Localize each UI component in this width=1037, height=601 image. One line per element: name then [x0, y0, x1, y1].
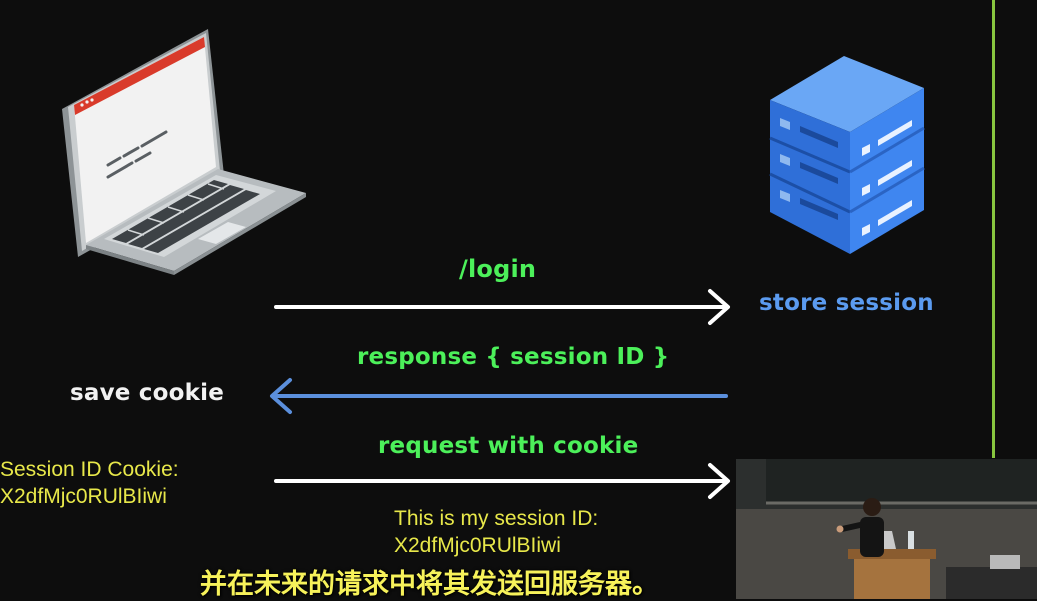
request-arrow [274, 463, 730, 499]
response-label: response { session ID } [357, 344, 670, 370]
login-label: /login [459, 255, 537, 283]
server-icon [769, 56, 925, 254]
request-note-title: This is my session ID: [394, 507, 599, 530]
response-arrow [270, 378, 728, 414]
laptop-icon [62, 29, 306, 275]
divider-line [992, 0, 995, 458]
speaker-video-icon [736, 459, 1037, 599]
cookie-note: Session ID Cookie: X2dfMjc0RUlBIiwi [0, 456, 179, 510]
cookie-note-title: Session ID Cookie: [0, 458, 179, 481]
login-arrow [274, 289, 730, 325]
cookie-note-value: X2dfMjc0RUlBIiwi [0, 485, 167, 508]
store-session-label: store session [759, 290, 934, 316]
speaker-video-inset [736, 459, 1037, 599]
subtitle-caption: 并在未来的请求中将其发送回服务器。 [200, 569, 659, 600]
request-label: request with cookie [378, 433, 639, 459]
request-note: This is my session ID: X2dfMjc0RUlBIiwi [394, 505, 598, 559]
save-cookie-label: save cookie [70, 380, 225, 406]
request-note-value: X2dfMjc0RUlBIiwi [394, 534, 561, 557]
